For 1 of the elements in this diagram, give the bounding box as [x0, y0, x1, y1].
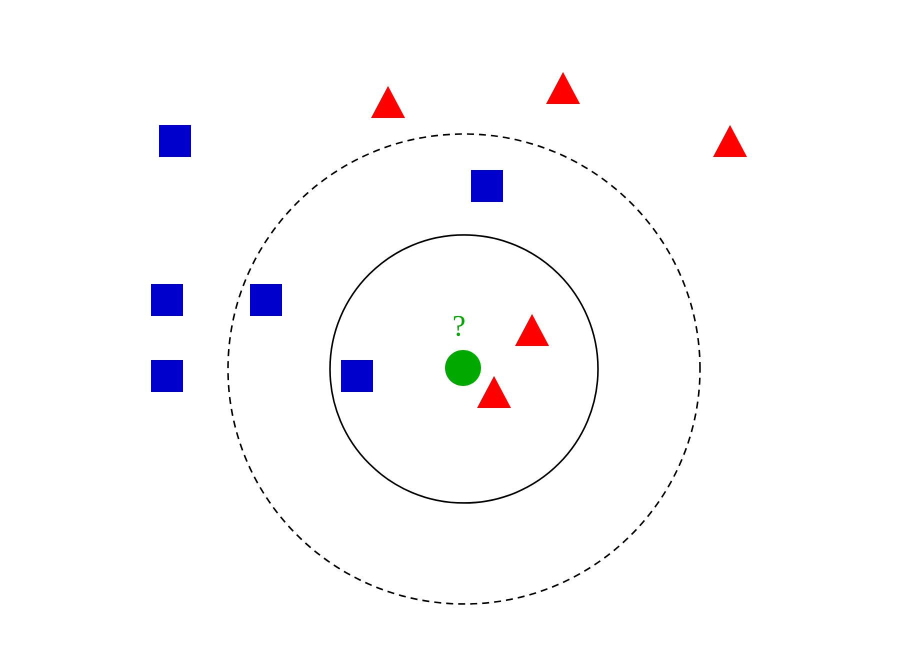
question-mark: ? [454, 316, 464, 336]
